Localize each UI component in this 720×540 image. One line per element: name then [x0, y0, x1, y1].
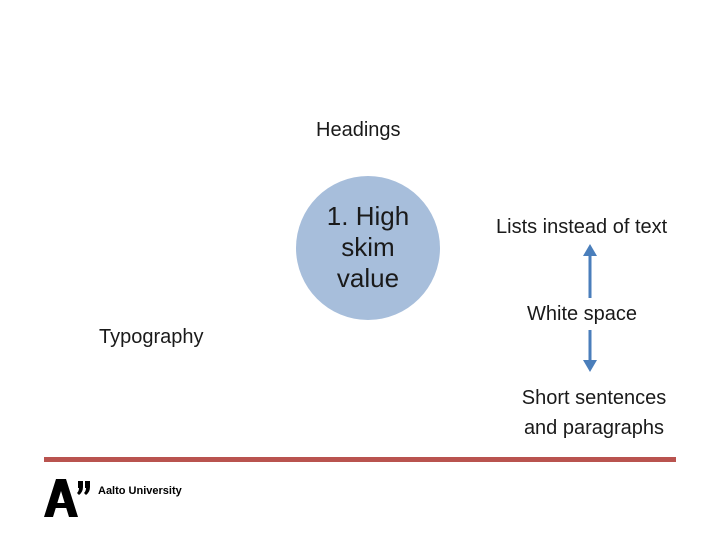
- label-headings: Headings: [316, 119, 401, 141]
- aalto-a-mark-icon: [44, 479, 90, 517]
- label-typography: Typography: [99, 326, 204, 348]
- aalto-logo: Aalto University: [44, 479, 244, 519]
- arrow-up: [583, 244, 597, 298]
- aalto-logo-text: Aalto University: [98, 485, 182, 497]
- label-lists: Lists instead of text: [496, 216, 668, 238]
- label-white-space: White space: [527, 303, 638, 325]
- label-short-sentences: Short sentences and paragraphs: [521, 387, 667, 439]
- arrows-group: [583, 244, 597, 372]
- arrow-down: [583, 330, 597, 372]
- center-circle-text: 1. High skim value: [326, 200, 410, 293]
- footer-divider: [44, 457, 676, 462]
- center-circle: 1. High skim value: [296, 176, 440, 320]
